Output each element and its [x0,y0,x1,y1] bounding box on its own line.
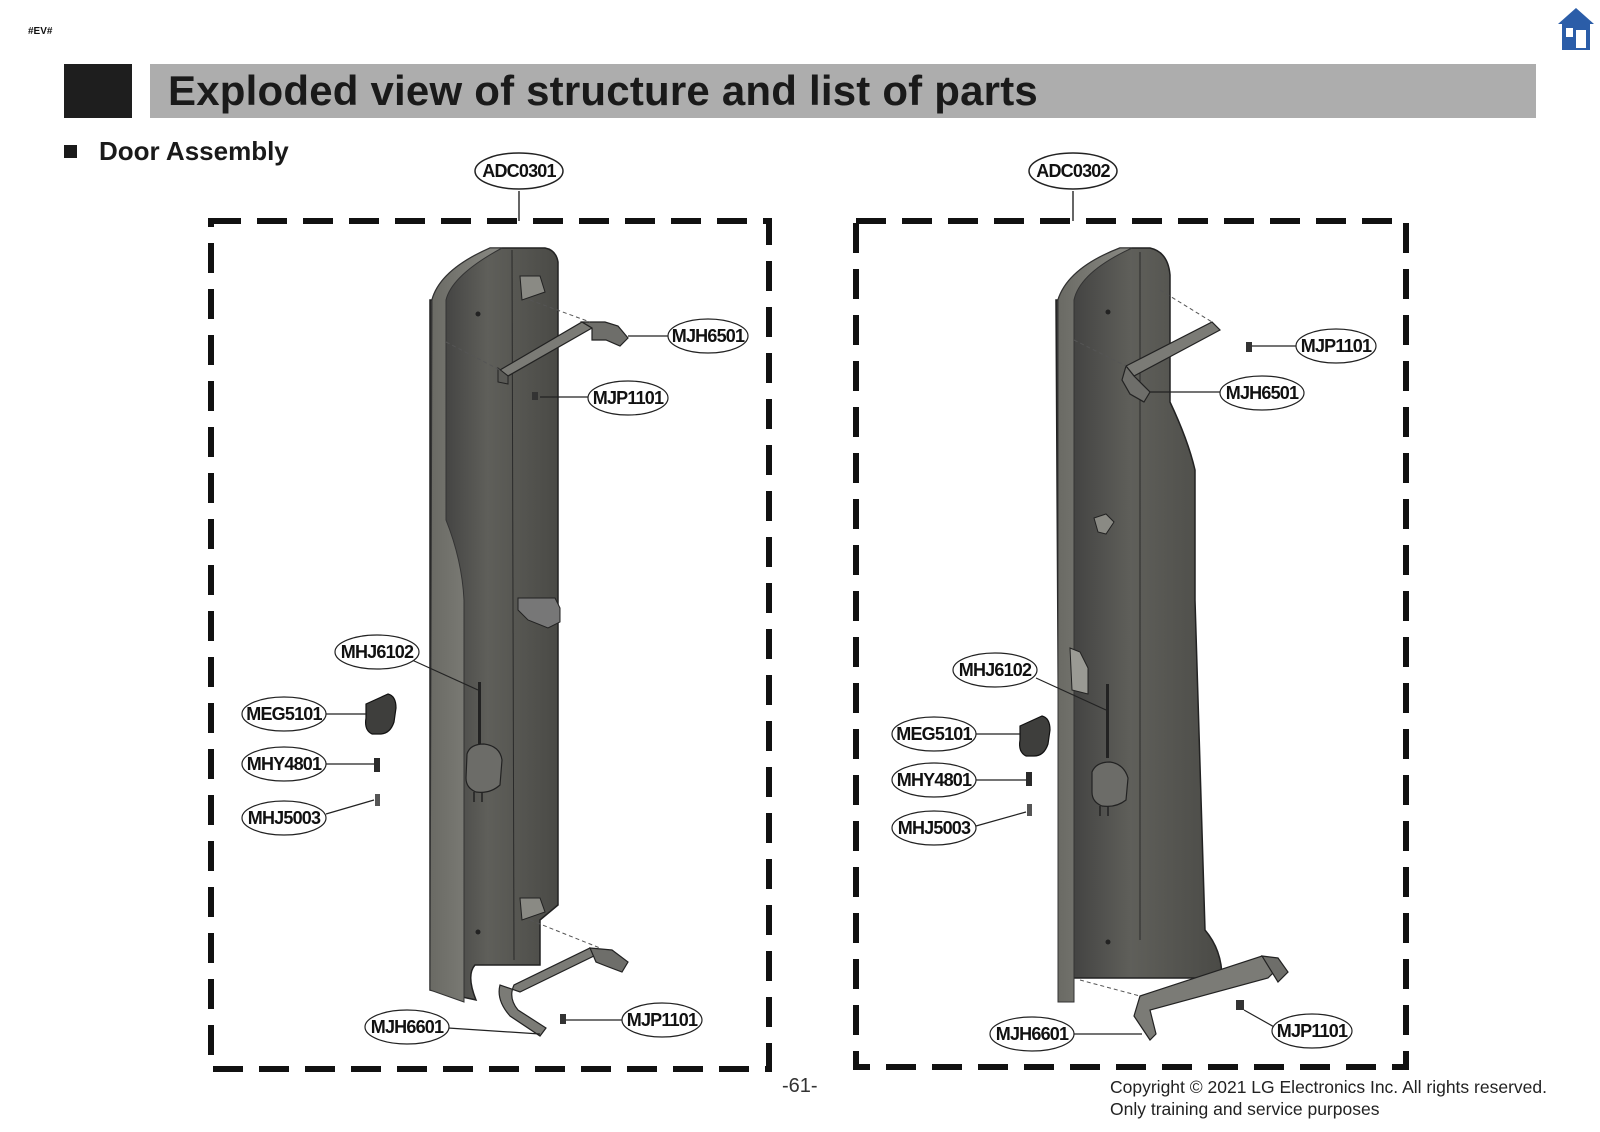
section-heading: Door Assembly [64,136,289,167]
part-label: MJH6501 [1226,383,1299,403]
door-panel-right [1055,247,1223,1003]
top-hinge-right [1073,289,1252,403]
assembly-id-right: ADC0302 [1036,161,1110,181]
small-parts-right [1019,715,1051,816]
section-title: Door Assembly [99,136,289,166]
part-label: MJH6501 [672,326,745,346]
usage-note: Only training and service purposes [1110,1099,1380,1119]
part-label: MJP1101 [593,388,664,408]
home-icon[interactable] [1556,4,1596,52]
part-label: MHJ5003 [898,818,971,838]
door-panel-left [429,247,561,1003]
assembly-right: ADC0302 [853,152,1409,1070]
motor-left [465,682,503,802]
part-label: MEG5101 [896,724,972,744]
part-label: MJP1101 [627,1010,698,1030]
title-accent-block [64,64,132,118]
part-label: MEG5101 [246,704,322,724]
title-bar [150,64,1536,118]
part-label: MJH6601 [996,1024,1069,1044]
page-title: Exploded view of structure and list of p… [168,67,1038,114]
copyright-line: Copyright © 2021 LG Electronics Inc. All… [1110,1077,1547,1097]
part-label: MJP1101 [1301,336,1372,356]
assembly-boundary-left [208,218,772,1072]
assembly-left: ADC0301 [208,152,772,1072]
callouts-left: MJH6501 MJP1101 MHJ6102 MEG5101 MHY4801 … [241,318,749,1045]
callouts-right: MJP1101 MJH6501 MHJ6102 MEG5101 MHY4801 … [891,328,1377,1052]
part-label: MJP1101 [1277,1021,1348,1041]
top-hinge-left [445,299,629,400]
motor-right [1091,684,1129,816]
assembly-boundary-right [853,218,1409,1070]
square-bullet-icon [64,144,77,158]
assembly-id-left: ADC0301 [482,161,556,181]
page-number: -61- [782,1075,818,1097]
part-label: MHJ6102 [341,642,414,662]
part-label: MHJ5003 [248,808,321,828]
bottom-hinge-right [1079,955,1289,1041]
part-label: MJH6601 [371,1017,444,1037]
small-parts-left [365,693,397,806]
bottom-hinge-left [498,919,629,1037]
document-tag: #EV# [28,26,53,37]
part-label: MHY4801 [247,754,322,774]
part-label: MHJ6102 [959,660,1032,680]
copyright-notice: Copyright © 2021 LG Electronics Inc. All… [1110,1076,1547,1120]
part-label: MHY4801 [897,770,972,790]
